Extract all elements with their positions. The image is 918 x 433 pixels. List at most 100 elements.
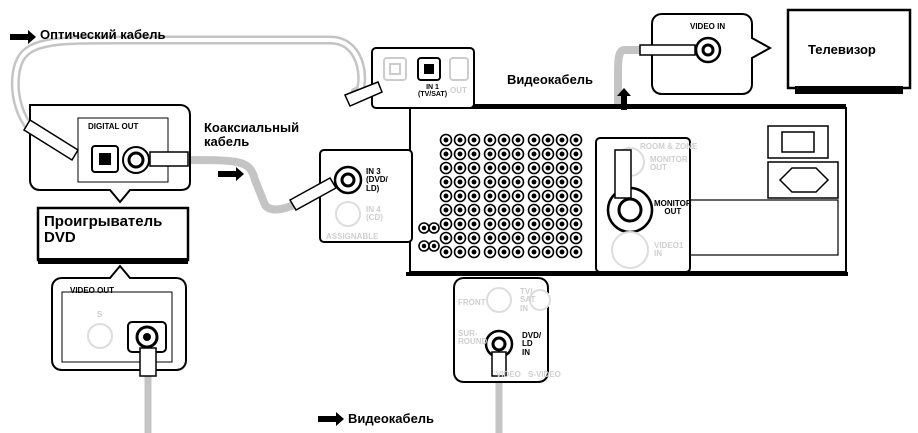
receiver-jack-center: [443, 235, 449, 241]
receiver-jack-center: [559, 221, 565, 227]
receiver-jack-center: [443, 221, 449, 227]
video-in-label: VIDEO IN: [690, 22, 726, 31]
receiver-jack-center: [501, 193, 507, 199]
receiver-jack-center: [515, 193, 521, 199]
receiver-jack-center: [501, 165, 507, 171]
receiver-jack-center: [471, 193, 477, 199]
receiver-jack-center: [471, 165, 477, 171]
receiver-jack-center: [515, 221, 521, 227]
receiver-jack-center: [573, 235, 579, 241]
receiver-jack-center: [487, 193, 493, 199]
receiver-jack-center: [573, 207, 579, 213]
receiver-jack-center: [559, 165, 565, 171]
receiver-jack-center: [471, 179, 477, 185]
arrow-icon-coax: [218, 167, 244, 181]
dvd-digital-out-panel: [22, 104, 191, 204]
receiver-jack-center: [431, 243, 437, 249]
receiver-jack-center: [443, 207, 449, 213]
video-cable-bottom-label: Видеокабель: [348, 411, 435, 426]
av-receiver-rear-panel: [406, 104, 848, 276]
receiver-jack-center: [501, 207, 507, 213]
receiver-jack-center: [545, 249, 551, 255]
receiver-jack-center: [545, 151, 551, 157]
receiver-jack-center: [559, 179, 565, 185]
receiver-jack-center: [457, 179, 463, 185]
receiver-jack-center: [471, 235, 477, 241]
receiver-jack-center: [457, 249, 463, 255]
receiver-jack-center: [501, 221, 507, 227]
receiver-jack-center: [457, 235, 463, 241]
receiver-jack-center: [559, 137, 565, 143]
tv-label: Телевизор: [808, 42, 876, 57]
receiver-jack-center: [487, 137, 493, 143]
callout-coax-inputs: [288, 149, 413, 243]
monitor-out-label: MONITOR OUT: [654, 199, 692, 217]
optical-cable-label: Оптический кабель: [40, 27, 166, 42]
receiver-jack-center: [559, 249, 565, 255]
callout-video-inputs: [453, 277, 551, 383]
receiver-jack-center: [487, 151, 493, 157]
receiver-jack-center: [457, 137, 463, 143]
receiver-jack-center: [573, 193, 579, 199]
s-video-jack-label: S: [97, 310, 103, 319]
receiver-jack-center: [545, 137, 551, 143]
speaker-terminals: [689, 199, 839, 256]
tv-set: [786, 8, 912, 94]
dvd-ld-in-label: DVD/ LD IN: [522, 331, 542, 357]
receiver-jack-center: [457, 193, 463, 199]
receiver-jack-center: [471, 151, 477, 157]
receiver-jack-center: [515, 151, 521, 157]
dvd-video-out-panel: [51, 264, 187, 377]
receiver-jack-center: [501, 235, 507, 241]
receiver-jack-center: [443, 249, 449, 255]
receiver-jack-center: [443, 137, 449, 143]
receiver-jack-center: [471, 221, 477, 227]
receiver-jack-center: [501, 179, 507, 185]
receiver-jack-center: [471, 137, 477, 143]
receiver-jack-center: [501, 249, 507, 255]
receiver-jack-center: [457, 221, 463, 227]
receiver-jack-center: [545, 207, 551, 213]
receiver-jack-center: [431, 225, 437, 231]
callout-monitor-out: [595, 137, 691, 273]
receiver-jack-center: [515, 249, 521, 255]
receiver-jack-center: [457, 165, 463, 171]
receiver-jack-center: [559, 151, 565, 157]
receiver-jack-center: [531, 207, 537, 213]
receiver-jack-center: [545, 221, 551, 227]
video-cable-top: [614, 46, 644, 154]
receiver-jack-center: [421, 243, 427, 249]
receiver-jack-center: [559, 235, 565, 241]
video1-in-label: VIDEO1 IN: [654, 241, 684, 259]
receiver-jack-center: [501, 151, 507, 157]
receiver-jack-center: [573, 165, 579, 171]
dvd-player-box: [36, 206, 190, 264]
receiver-jack-center: [531, 221, 537, 227]
receiver-jack-center: [421, 225, 427, 231]
receiver-jack-center: [487, 207, 493, 213]
digital-out-label: DIGITAL OUT: [88, 122, 139, 131]
monitor-out-gray-label: MONITOR OUT: [650, 155, 688, 173]
receiver-jack-center: [573, 137, 579, 143]
receiver-jack-center: [573, 249, 579, 255]
receiver-jack-center: [515, 207, 521, 213]
video-out-label: VIDEO OUT: [70, 286, 115, 295]
receiver-jack-center: [487, 249, 493, 255]
dvd-player-label: Проигрыватель DVD: [44, 213, 163, 246]
front-label: FRONT: [458, 298, 486, 307]
coax-in4-label: IN 4 (CD): [366, 205, 383, 223]
receiver-jack-center: [487, 165, 493, 171]
receiver-jack-center: [531, 151, 537, 157]
receiver-jack-center: [443, 179, 449, 185]
receiver-jack-center: [573, 221, 579, 227]
receiver-jack-center: [545, 165, 551, 171]
arrow-up-icon-video: [617, 88, 631, 110]
receiver-jack-center: [443, 151, 449, 157]
receiver-jack-center: [443, 193, 449, 199]
receiver-jack-center: [457, 151, 463, 157]
receiver-jack-center: [457, 207, 463, 213]
receiver-jack-center: [487, 235, 493, 241]
receiver-jack-center: [545, 179, 551, 185]
receiver-jack-center: [471, 207, 477, 213]
callout-optical-inputs: [371, 47, 475, 109]
